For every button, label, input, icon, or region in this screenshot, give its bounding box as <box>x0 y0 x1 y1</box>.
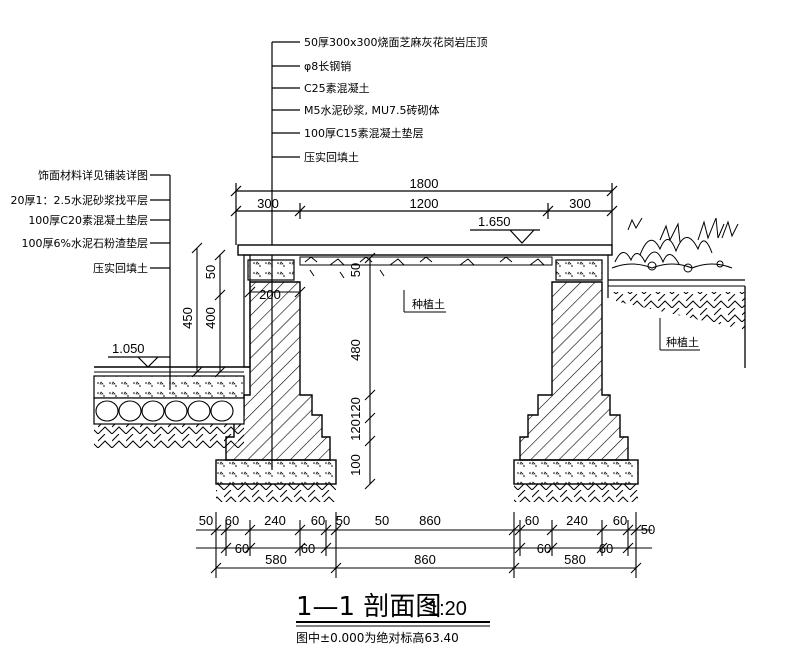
dim-b1-8: 240 <box>566 513 588 528</box>
footnote-middle: 为绝对标高 <box>364 630 424 645</box>
callout-c15-cushion: 100厚C15素混凝土垫层 <box>304 126 424 140</box>
callout-mortar-screed: 20厚1：2.5水泥砂浆找平层 <box>11 193 149 207</box>
level-mark-top <box>470 229 540 244</box>
level-top-value: 1.650 <box>478 214 511 229</box>
dim-b2-2: 60 <box>537 541 551 556</box>
dim-top-right: 300 <box>569 196 591 211</box>
left-pier <box>215 259 337 502</box>
dim-step-120b: 120 <box>348 419 363 441</box>
pier-width-dim <box>244 286 306 298</box>
bottom-dims-row2: 60 60 60 60 <box>235 541 613 556</box>
dim-pier-width: 200 <box>259 287 281 302</box>
dim-top-left: 300 <box>257 196 279 211</box>
soil-label-right-leader <box>659 318 700 351</box>
coping-slab <box>237 244 613 256</box>
center-vertical-dims <box>364 252 376 490</box>
dim-footing-100: 100 <box>348 454 363 476</box>
left-callout-labels: 饰面材料详见铺装详图 20厚1：2.5水泥砂浆找平层 100厚C20素混凝土垫层… <box>11 168 149 275</box>
dim-b3-1: 860 <box>414 552 436 567</box>
planting-soil-center <box>299 256 553 279</box>
soil-label-center-leader <box>403 290 446 313</box>
callout-c25-concrete: C25素混凝土 <box>304 81 370 95</box>
bottom-dims-row3: 580 860 580 <box>265 552 586 567</box>
dim-b1-3: 60 <box>311 513 325 528</box>
dim-left-400: 400 <box>203 307 218 329</box>
dim-b1-7: 60 <box>525 513 539 528</box>
level-ground-value: 1.050 <box>112 341 145 356</box>
dim-overall: 1800 <box>410 176 439 191</box>
dim-b1-2: 240 <box>264 513 286 528</box>
dim-b1-6: 860 <box>419 513 441 528</box>
dim-top-mid: 1200 <box>410 196 439 211</box>
bottom-dims-row1: 50 60 240 60 50 50 860 60 240 60 50 <box>199 513 655 537</box>
dim-left-50: 50 <box>203 265 218 279</box>
dim-center-50: 50 <box>348 263 363 277</box>
dim-b2-1: 60 <box>301 541 315 556</box>
dim-b1-9: 60 <box>613 513 627 528</box>
footnote-absolute: 63.40 <box>424 631 458 645</box>
footnote: 图中±0.000为绝对标高63.40 <box>296 630 459 645</box>
callout-brick-masonry: M5水泥砂浆, MU7.5砖砌体 <box>304 103 440 117</box>
left-callout-leader <box>150 174 171 390</box>
callout-c20-cushion: 100厚C20素混凝土垫层 <box>28 213 148 227</box>
dim-b3-2: 580 <box>564 552 586 567</box>
dim-step-120a: 120 <box>348 397 363 419</box>
right-pier <box>513 259 639 502</box>
callout-coping: 50厚300x300烧面芝麻灰花岗岩压顶 <box>304 35 488 49</box>
dim-pier-480: 480 <box>348 339 363 361</box>
title-scale: 1:20 <box>428 598 467 620</box>
dim-b1-10: 50 <box>641 522 655 537</box>
left-paving-structure <box>93 254 251 448</box>
dim-b1-4: 50 <box>336 513 350 528</box>
footnote-prefix: 图中± <box>296 630 330 645</box>
soil-label-center: 种植土 <box>412 297 445 311</box>
dim-b1-1: 60 <box>225 513 239 528</box>
dim-left-450: 450 <box>180 307 195 329</box>
drawing-title: 1—1 剖面图 1:20 <box>296 592 490 627</box>
dim-b3-0: 580 <box>265 552 287 567</box>
title-main: 1—1 剖面图 <box>296 592 441 622</box>
svg-text:图中±0.000为绝对标高63.40: 图中±0.000为绝对标高63.40 <box>296 630 459 645</box>
callout-stone-dust: 100厚6%水泥石粉渣垫层 <box>22 236 148 250</box>
callout-left-backfill: 压实回填土 <box>93 261 148 275</box>
callout-steel-pin: φ8长钢销 <box>304 59 351 73</box>
right-planter <box>607 217 746 368</box>
callout-backfill: 压实回填土 <box>304 150 359 164</box>
top-callout-labels: 50厚300x300烧面芝麻灰花岗岩压顶 φ8长钢销 C25素混凝土 M5水泥砂… <box>304 35 488 164</box>
left-vertical-dims <box>191 242 226 378</box>
soil-label-right: 种植土 <box>666 335 699 349</box>
top-dimension-lines <box>230 183 618 245</box>
callout-finish: 饰面材料详见铺装详图 <box>38 168 148 182</box>
dim-b1-0: 50 <box>199 513 213 528</box>
bottom-dimension-lines <box>196 512 652 578</box>
dim-b2-3: 60 <box>599 541 613 556</box>
footnote-value: 0.000 <box>330 631 364 645</box>
dim-b2-0: 60 <box>235 541 249 556</box>
level-mark-ground <box>108 356 170 368</box>
dim-b1-5: 50 <box>375 513 389 528</box>
